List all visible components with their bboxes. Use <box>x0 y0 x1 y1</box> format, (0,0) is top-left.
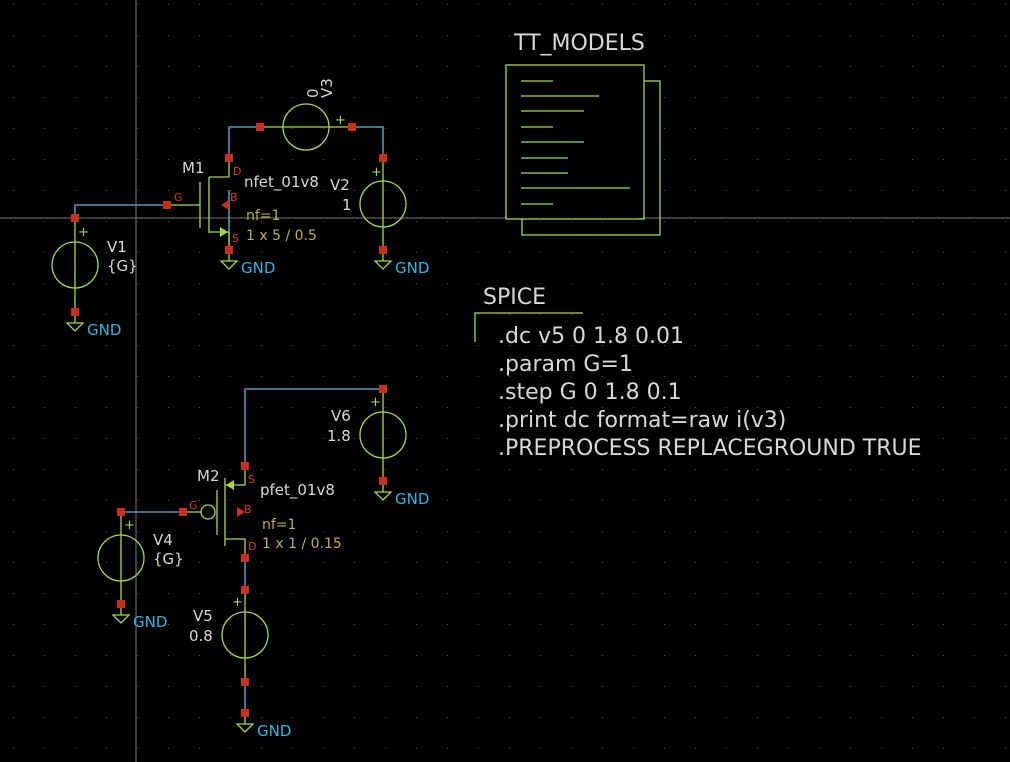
m1-pin-g: G <box>174 191 183 204</box>
gnd-label: GND <box>133 613 167 631</box>
v6-name: V6 <box>331 407 351 425</box>
gnd-v4-symbol[interactable]: GND <box>111 604 167 631</box>
gnd-label: GND <box>87 321 121 339</box>
pin-marker[interactable] <box>225 246 233 254</box>
body-arrow-icon <box>221 200 229 210</box>
gnd-v5-symbol[interactable]: GND <box>235 713 291 740</box>
voltage-source-v4[interactable]: + <box>97 512 145 604</box>
spice-label: SPICE <box>483 285 546 310</box>
v1-name: V1 <box>107 238 127 256</box>
m1-nf: nf=1 <box>246 208 280 224</box>
wire-v1-gate[interactable] <box>74 204 167 218</box>
voltage-source-v1[interactable]: + <box>51 218 99 312</box>
gnd-label: GND <box>241 259 275 277</box>
pin-marker[interactable] <box>117 600 125 608</box>
spice-line: .step G 0 1.8 0.1 <box>498 380 682 405</box>
m1-model: nfet_01v8 <box>244 173 319 192</box>
v3-value: 0 <box>304 88 322 98</box>
gnd-label: GND <box>395 259 429 277</box>
v5-value: 0.8 <box>189 627 213 645</box>
pin-marker[interactable] <box>241 462 249 470</box>
m1-pin-s: S <box>232 232 239 245</box>
m2-nf: nf=1 <box>262 517 296 533</box>
v2-value: 1 <box>342 196 352 214</box>
spice-line: .PREPROCESS REPLACEGROUND TRUE <box>498 436 922 461</box>
pin-marker[interactable] <box>379 246 387 254</box>
gnd-v2-symbol[interactable]: GND <box>373 250 429 277</box>
body-arrow-icon <box>237 507 245 517</box>
pin-marker[interactable] <box>241 709 249 717</box>
voltage-source-v5[interactable]: + <box>221 590 269 682</box>
wire-m2-source-v6[interactable] <box>244 388 383 466</box>
m1-pin-d: D <box>233 165 241 178</box>
pin-marker[interactable] <box>179 508 187 516</box>
pin-marker[interactable] <box>225 154 233 162</box>
tt-models-block[interactable] <box>505 64 661 236</box>
wire-v3-v2[interactable] <box>352 126 384 158</box>
spice-line: .dc v5 0 1.8 0.01 <box>498 324 684 349</box>
voltage-source-v3[interactable]: + <box>260 103 352 151</box>
m2-pin-g: G <box>189 499 198 512</box>
source-arrow-icon <box>220 227 228 237</box>
svg-text:+: + <box>78 225 89 240</box>
grid <box>13 4 1006 749</box>
v3-name: V3 <box>318 78 336 98</box>
pin-marker[interactable] <box>256 123 264 131</box>
svg-text:+: + <box>335 113 346 128</box>
pin-marker[interactable] <box>71 308 79 316</box>
svg-text:+: + <box>371 165 382 180</box>
pin-marker[interactable] <box>241 678 249 686</box>
m1-size: 1 x 5 / 0.5 <box>246 228 317 244</box>
pin-marker[interactable] <box>71 214 79 222</box>
v1-value: {G} <box>107 257 138 275</box>
spice-block-bracket[interactable] <box>474 312 583 342</box>
gnd-label: GND <box>257 722 291 740</box>
v4-value: {G} <box>153 550 184 568</box>
source-arrow-icon <box>226 480 234 490</box>
v6-value: 1.8 <box>327 427 351 445</box>
spice-line: .print dc format=raw i(v3) <box>498 408 786 433</box>
gnd-v1-symbol[interactable]: GND <box>65 312 121 339</box>
m1-pin-b: B <box>230 191 238 204</box>
pin-marker[interactable] <box>348 123 356 131</box>
gnd-m1-symbol[interactable]: GND <box>219 250 275 277</box>
pin-marker[interactable] <box>379 154 387 162</box>
v5-name: V5 <box>193 607 213 625</box>
spice-code[interactable]: .dc v5 0 1.8 0.01 .param G=1 .step G 0 1.8… <box>498 324 922 461</box>
gnd-v6-symbol[interactable]: GND <box>373 481 429 508</box>
pin-marker[interactable] <box>163 201 171 209</box>
m2-pin-s: S <box>248 473 255 486</box>
svg-text:+: + <box>232 595 243 610</box>
m2-model: pfet_01v8 <box>260 481 335 500</box>
pin-marker[interactable] <box>379 477 387 485</box>
spice-line: .param G=1 <box>498 352 633 377</box>
pin-marker[interactable] <box>379 385 387 393</box>
gnd-label: GND <box>395 490 429 508</box>
voltage-source-v2[interactable]: + <box>359 158 407 250</box>
svg-text:+: + <box>124 518 135 533</box>
m2-name: M2 <box>197 467 220 485</box>
pin-marker[interactable] <box>117 508 125 516</box>
tt-models-label: TT_MODELS <box>513 31 645 56</box>
pin-marker[interactable] <box>241 586 249 594</box>
v4-name: V4 <box>153 531 173 549</box>
m2-pin-d: D <box>248 540 256 553</box>
wire-m1-drain-v3[interactable] <box>228 126 260 158</box>
voltage-source-v6[interactable]: + <box>359 389 407 481</box>
m2-size: 1 x 1 / 0.15 <box>262 536 342 552</box>
m2-pin-b: B <box>244 503 252 516</box>
pin-marker[interactable] <box>241 554 249 562</box>
m1-name: M1 <box>182 159 205 177</box>
v2-name: V2 <box>330 176 350 194</box>
nmos-transistor-m1[interactable] <box>167 160 230 250</box>
svg-text:+: + <box>370 395 381 410</box>
